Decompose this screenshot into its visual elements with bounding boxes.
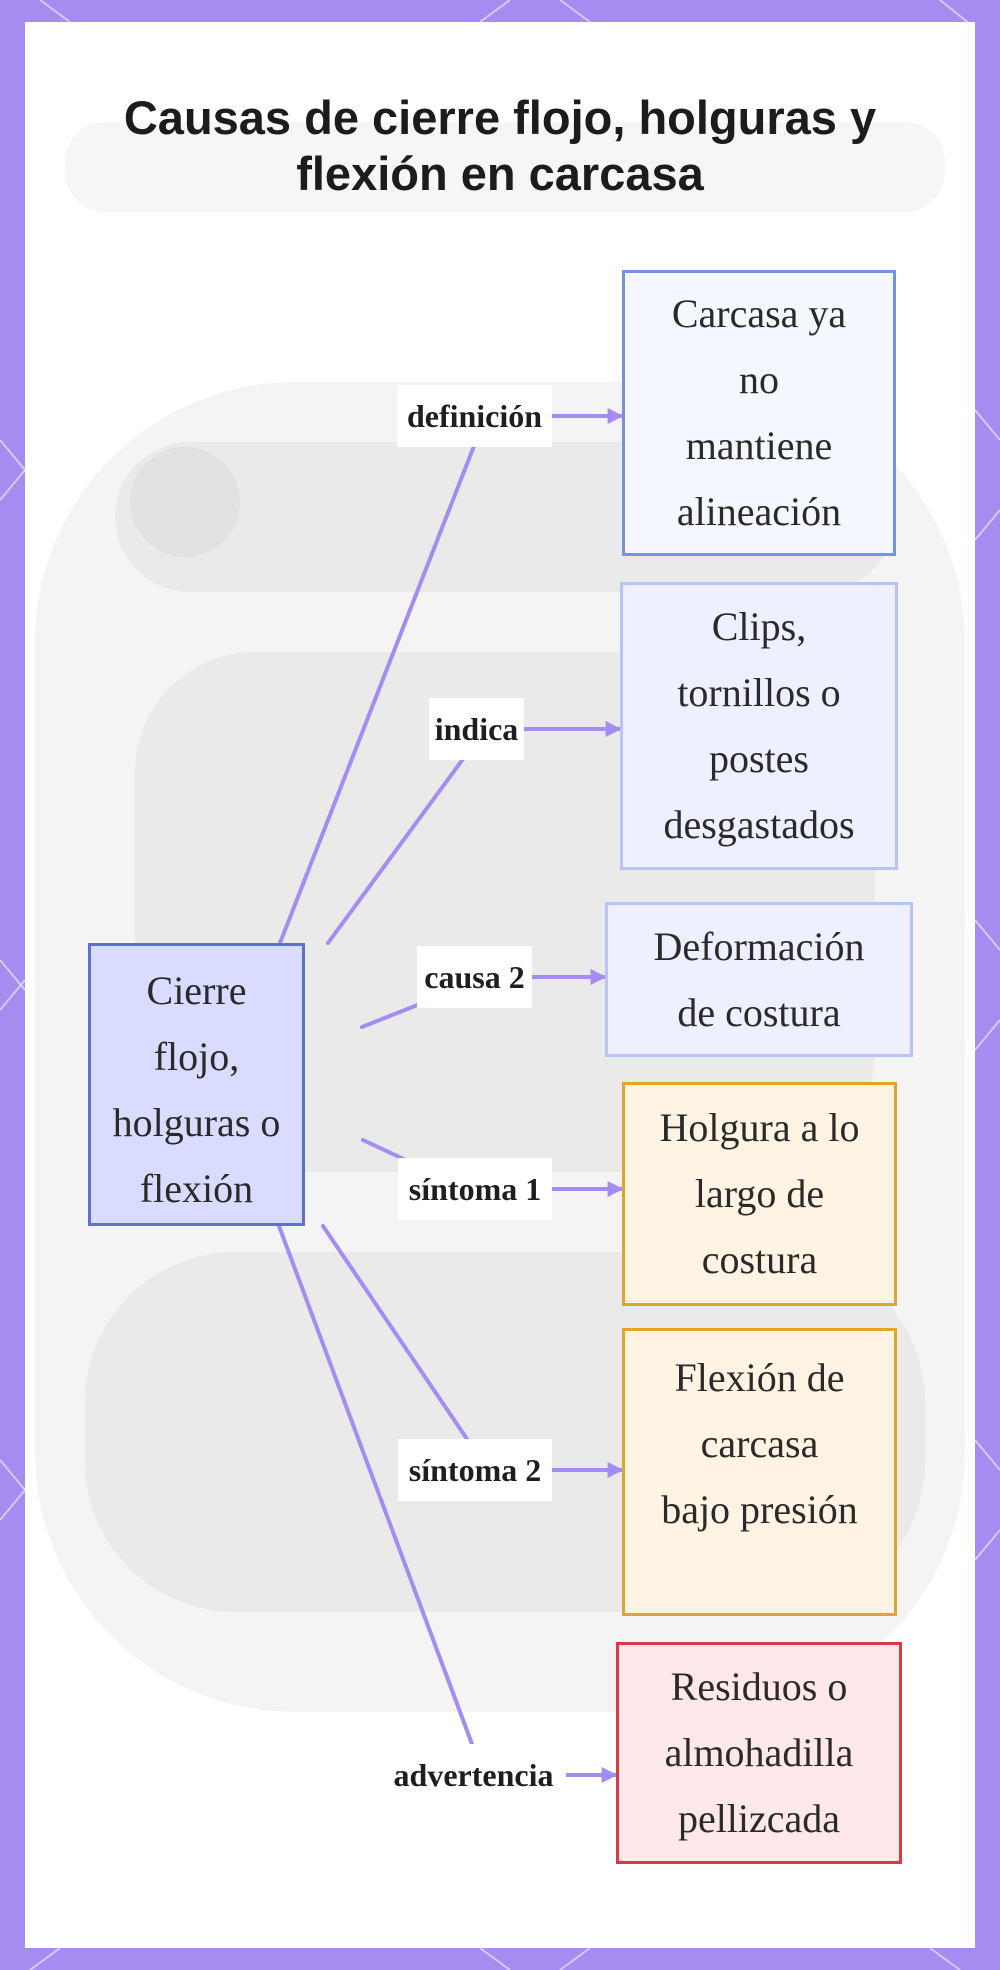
node-advertencia: Residuos o almohadilla pellizcada [616, 1642, 902, 1864]
connector-definicion [278, 444, 476, 945]
edge-label-sintoma-1: síntoma 1 [398, 1158, 552, 1220]
edge-label-sintoma-2: síntoma 2 [398, 1439, 552, 1501]
connector-advertencia [277, 1224, 474, 1746]
connector-sintoma-2 [321, 1224, 469, 1441]
root-node: Cierre flojo, holguras o flexión [88, 943, 305, 1226]
edge-label-definicion: definición [397, 385, 552, 447]
diagram-title: Causas de cierre flojo, holguras y flexi… [123, 91, 877, 200]
edge-label-advertencia: advertencia [381, 1744, 566, 1806]
connector-causa-2 [360, 1000, 427, 1029]
node-definicion: Carcasa ya no mantiene alineación [622, 270, 896, 556]
node-indica: Clips, tornillos o postes desgastados [620, 582, 898, 870]
root-node-text: Cierre flojo, holguras o flexión [112, 968, 281, 1211]
node-sintoma-1: Holgura a lo largo de costura [622, 1082, 897, 1306]
connector-layer [277, 408, 624, 1783]
diagram-card: Causas de cierre flojo, holguras y flexi… [25, 22, 975, 1948]
node-causa-2: Deformación de costura [605, 902, 913, 1057]
connector-indica [326, 757, 465, 945]
edge-label-indica: indica [429, 698, 524, 760]
node-sintoma-2: Flexión de carcasa bajo presión [622, 1328, 897, 1616]
edge-label-causa-2: causa 2 [417, 946, 532, 1008]
